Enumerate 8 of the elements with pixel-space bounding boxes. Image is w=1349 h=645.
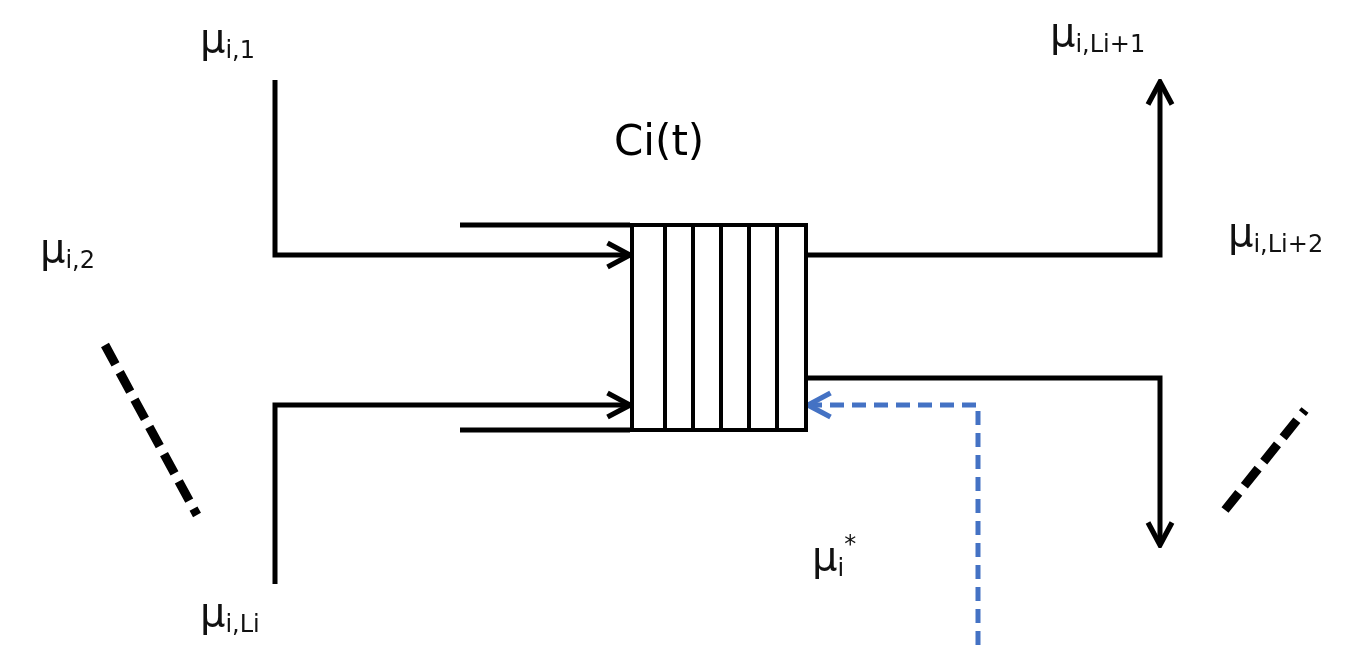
rate-label: μ$_{i,Li}$ bbox=[200, 592, 260, 636]
rate-label: μ$_{i,Li+1}$ bbox=[1050, 12, 1146, 56]
queue-label: Ci(t) bbox=[614, 120, 705, 162]
rate-label: μ$_{i,Li+2}$ bbox=[1228, 212, 1324, 256]
rate-label: μ$_{i,1}$ bbox=[200, 18, 256, 62]
rate-label: μ$_{i,2}$ bbox=[40, 228, 96, 272]
arrow bbox=[808, 79, 1175, 258]
arrow bbox=[808, 375, 1175, 548]
